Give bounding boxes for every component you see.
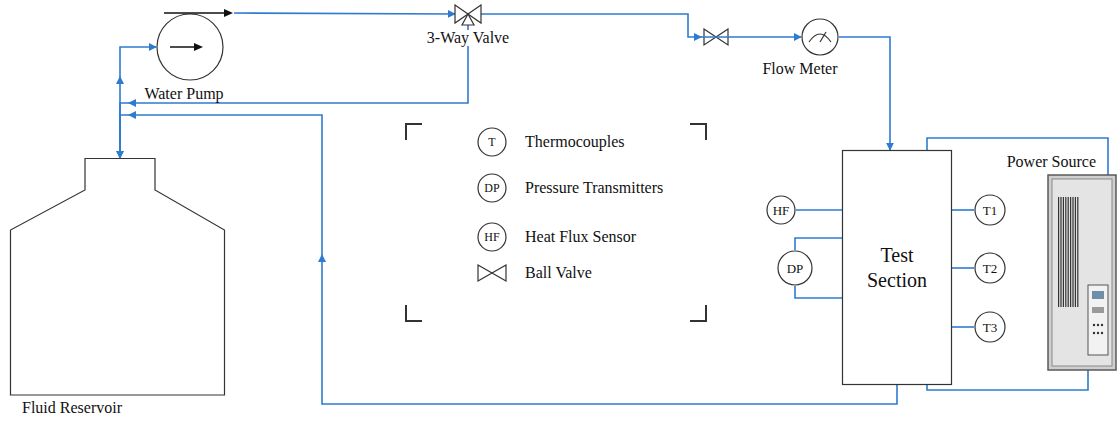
thermocouple: T1 (974, 194, 1006, 226)
pipe-connector (481, 14, 801, 37)
legend-entry: HF Heat Flux Sensor (477, 222, 636, 252)
node-label: T3 (983, 321, 997, 334)
power-source-outline (1048, 175, 1116, 370)
legend-sample: HF (477, 222, 507, 252)
test-section-box-outline (842, 150, 952, 385)
flow-meter: Flow Meter (801, 18, 839, 56)
pump-symbol-outline (156, 13, 224, 81)
thermocouple: T2 (974, 252, 1006, 284)
fluid-reservoir: Fluid Reservoir (10, 158, 225, 395)
legend-entry: DP Pressure Transmitters (477, 173, 663, 203)
node-label: T1 (983, 204, 997, 217)
legend-entry: Ball Valve (477, 258, 592, 288)
pipe-connector (796, 209, 842, 211)
legend-text: Thermocouples (525, 133, 625, 151)
node-label: HF (773, 204, 790, 217)
node-heading: Power Source (1005, 154, 1098, 170)
pipe-connector (795, 238, 842, 250)
node-heading: Water Pump (142, 86, 225, 102)
legend-entry: T Thermocouples (477, 127, 625, 157)
node-heading: Flow Meter (760, 61, 839, 77)
node-label: DP (787, 262, 804, 275)
pipe-connector (234, 13, 455, 14)
flow-meter-outline (801, 18, 839, 56)
symbol-letter: DP (484, 181, 499, 196)
pipe-connector (927, 138, 1108, 175)
node-label: T2 (983, 262, 997, 275)
pipe-connector (120, 115, 897, 404)
legend-bracket (406, 124, 706, 321)
node-heading: Fluid Reservoir (20, 400, 124, 416)
three-way-valve-outline (455, 3, 481, 25)
pipe-connector (952, 209, 974, 211)
legend-text: Pressure Transmitters (525, 179, 663, 197)
pipe-connector (952, 326, 974, 328)
legend-sample: T (477, 127, 507, 157)
pump-symbol: Water Pump (156, 13, 224, 81)
fluid-reservoir-outline (10, 158, 225, 395)
pipe-connector (839, 37, 890, 150)
symbol-letter: T (488, 135, 495, 150)
legend-symbol (477, 258, 507, 288)
legend-text: Heat Flux Sensor (525, 228, 636, 246)
pipe-connector (952, 267, 974, 269)
legend-text: Ball Valve (525, 264, 592, 282)
power-source: Power Source (1048, 175, 1116, 370)
pressure-transmitter: DP (777, 250, 813, 286)
test-section-box: Test Section (842, 150, 952, 385)
legend-sample (477, 258, 507, 288)
heat-flux-sensor: HF (766, 195, 796, 225)
node-heading: 3-Way Valve (425, 30, 511, 46)
three-way-valve: 3-Way Valve (455, 3, 481, 25)
legend-sample: DP (477, 173, 507, 203)
node-label: Test Section (857, 243, 937, 293)
pipe-connector (795, 286, 842, 298)
symbol-letter: HF (484, 230, 499, 245)
thermocouple: T3 (974, 311, 1006, 343)
